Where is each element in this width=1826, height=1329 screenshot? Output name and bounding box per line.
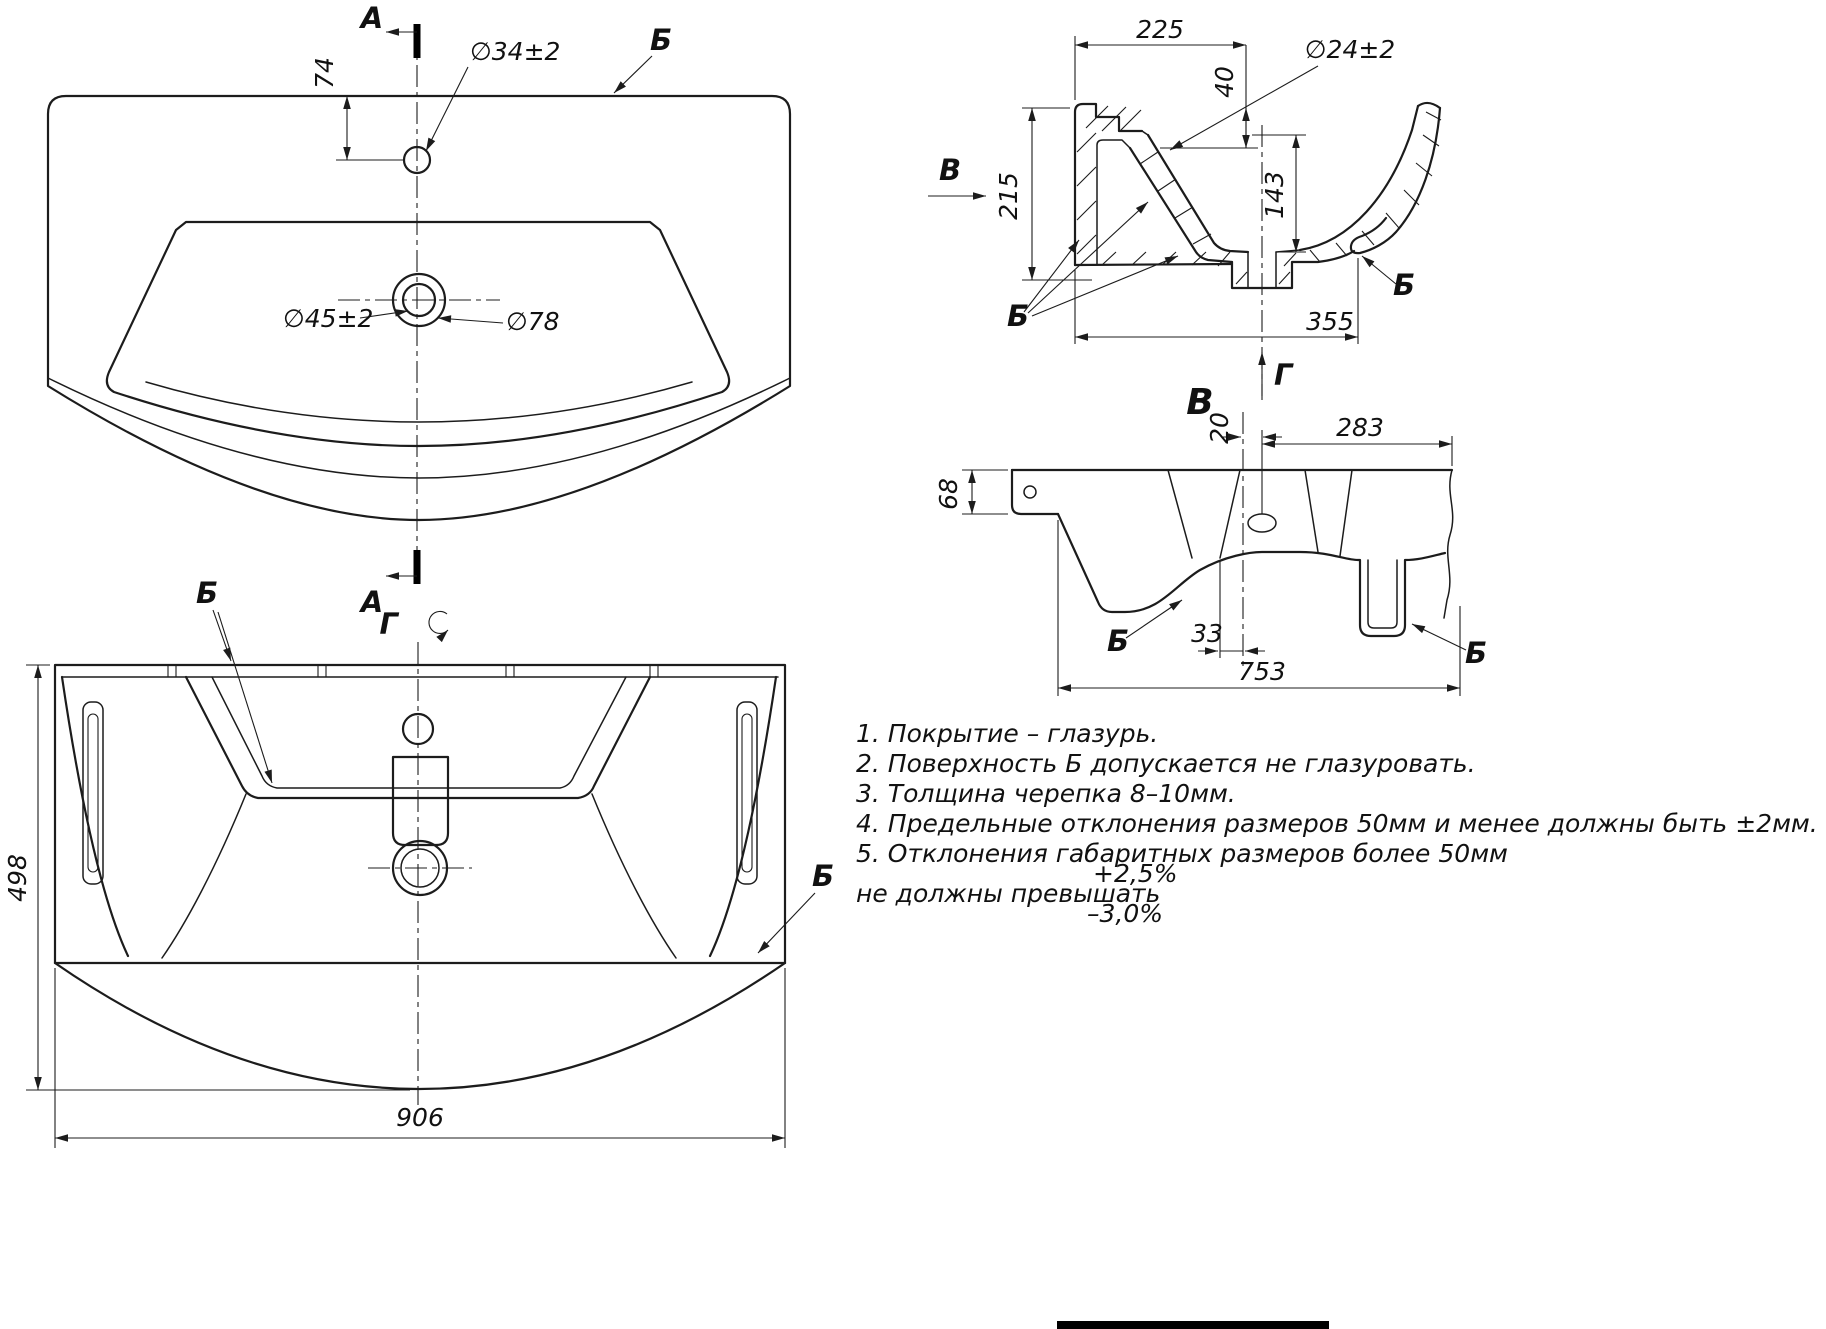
- vv-b-left-label: Б: [1107, 624, 1129, 658]
- vv-break-line: [1443, 469, 1454, 619]
- sec-b-left-label: Б: [1007, 299, 1029, 333]
- front-rim-notches: [167, 665, 659, 677]
- note-line-6: не должны превышать: [856, 879, 1160, 908]
- dim40-text: 40: [1210, 66, 1239, 98]
- dim906-text: 906: [396, 1103, 444, 1132]
- front-bottom-arc: [53, 961, 787, 1090]
- sec-view-g-label: Г: [1274, 358, 1294, 392]
- vv-b-left-leader: [1125, 599, 1183, 639]
- sec-hatch-slant: [1139, 151, 1212, 245]
- sec-back-outer: [1073, 102, 1144, 267]
- vv-bottom-profile: [1056, 512, 1447, 638]
- vv-b-right-leader: [1411, 623, 1467, 651]
- plan-view: А А Г 74 ∅34±2 Б ∅45±2 ∅78: [46, 1, 792, 643]
- front-slot-left-outer: [82, 701, 104, 885]
- vv-ribs: [1167, 469, 1353, 559]
- screen-artifact-bar: [1057, 1321, 1329, 1329]
- dim74-text: 74: [310, 57, 339, 89]
- front-slot-right-inner: [741, 713, 753, 873]
- sec-b-left-leader2: [1027, 201, 1149, 314]
- front-b-left-leader1: [212, 609, 232, 662]
- plan-rim-arc: [47, 377, 791, 479]
- dim68-text: 68: [934, 478, 963, 510]
- vv-b-right-label: Б: [1465, 636, 1487, 670]
- front-drain-inner: [400, 848, 440, 888]
- section-view: 225 40 ∅24±2 215 143 355 В Б Б Г: [928, 15, 1442, 400]
- note-line-1: 1. Покрытие – глазурь.: [856, 719, 1158, 748]
- view-v-title: В: [1186, 382, 1213, 423]
- sec-b-right-label: Б: [1393, 268, 1415, 302]
- dim283-text: 283: [1336, 413, 1384, 442]
- note-tolerance-plus: +2,5%: [1093, 859, 1177, 888]
- dim215-text: 215: [994, 172, 1023, 220]
- sec-front-outer: [1349, 106, 1442, 255]
- front-slot-right-outer: [736, 701, 758, 885]
- sec-back-inner: [1096, 139, 1131, 266]
- dim-drain-inner-text: ∅45±2: [283, 304, 373, 333]
- sec-front-cap: [1416, 101, 1442, 110]
- notes-block: 1. Покрытие – глазурь. 2. Поверхность Б …: [856, 719, 1818, 928]
- front-bowl-left: [161, 793, 247, 959]
- note-line-5: 5. Отклонения габаритных размеров более …: [856, 839, 1508, 868]
- sec-b-right-leader: [1361, 255, 1397, 285]
- dim225-text: 225: [1136, 15, 1184, 44]
- section-a-label-top: А: [359, 1, 383, 35]
- front-shell-right: [708, 675, 778, 958]
- plan-b-label: Б: [650, 23, 672, 57]
- dim24-text: ∅24±2: [1305, 35, 1395, 64]
- sec-front-inner: [1298, 104, 1420, 252]
- sec-b-left-leader3: [1031, 255, 1179, 317]
- dim498-text: 498: [3, 854, 32, 902]
- vv-tab-hole: [1023, 485, 1037, 499]
- plan-basin-floor-arc: [145, 381, 693, 423]
- front-body: [53, 663, 787, 965]
- sec-hatch-front: [1309, 111, 1442, 263]
- dim20-text: 20: [1205, 412, 1234, 444]
- note-line-4: 4. Предельные отклонения размеров 50мм и…: [856, 809, 1818, 838]
- dim-faucet-text: ∅34±2: [470, 37, 560, 66]
- front-b-left-label: Б: [196, 576, 218, 610]
- view-v: В 20 283 68 33 753: [934, 382, 1487, 696]
- vv-left-tab: [1010, 468, 1060, 516]
- vv-socket-inner: [1367, 559, 1398, 629]
- dim143-text: 143: [1260, 171, 1289, 219]
- sec-slant-inner: [1146, 133, 1250, 254]
- dim-drain-outer-text: ∅78: [506, 307, 560, 336]
- front-basin-inner: [211, 676, 627, 789]
- sec-bottom-line: [1073, 262, 1234, 267]
- sec-rim-step: [1141, 130, 1149, 136]
- plan-basin-outline: [105, 220, 731, 448]
- dim33-text: 33: [1191, 619, 1223, 648]
- note-line-3: 3. Толщина черепка 8–10мм.: [856, 779, 1236, 808]
- front-b-right-leader: [757, 892, 816, 954]
- front-shell-left: [60, 675, 130, 958]
- dim355-text: 355: [1306, 307, 1354, 336]
- rotated-view-icon: [428, 610, 449, 643]
- front-b-right-label: Б: [812, 859, 834, 893]
- sec-drain-boss: [1230, 249, 1356, 290]
- note-tolerance-minus: –3,0%: [1087, 899, 1163, 928]
- section-a-label-bottom: А: [359, 585, 383, 619]
- dim753-text: 753: [1238, 657, 1286, 686]
- dim-drain-outer-leader: [437, 315, 504, 324]
- dim-drain-inner-leader: [359, 309, 409, 319]
- plan-b-leader: [613, 55, 653, 94]
- front-overflow-boss: [391, 755, 450, 847]
- vv-overflow-oval: [1247, 513, 1277, 533]
- front-b-left-leader2: [217, 611, 273, 784]
- view-v-label: В: [939, 153, 961, 187]
- view-g-label: Г: [380, 607, 400, 641]
- front-view: Б Б 498 906: [3, 576, 834, 1148]
- note-line-2: 2. Поверхность Б допускается не глазуров…: [856, 749, 1476, 778]
- plan-outline: [46, 94, 792, 522]
- dim24-leader: [1169, 65, 1319, 151]
- dim-faucet-leader: [425, 66, 469, 152]
- sec-b-left-leader1: [1023, 239, 1080, 313]
- front-bowl-right: [591, 793, 677, 959]
- front-slot-left-inner: [87, 713, 99, 873]
- sec-hatch-back: [1076, 105, 1142, 255]
